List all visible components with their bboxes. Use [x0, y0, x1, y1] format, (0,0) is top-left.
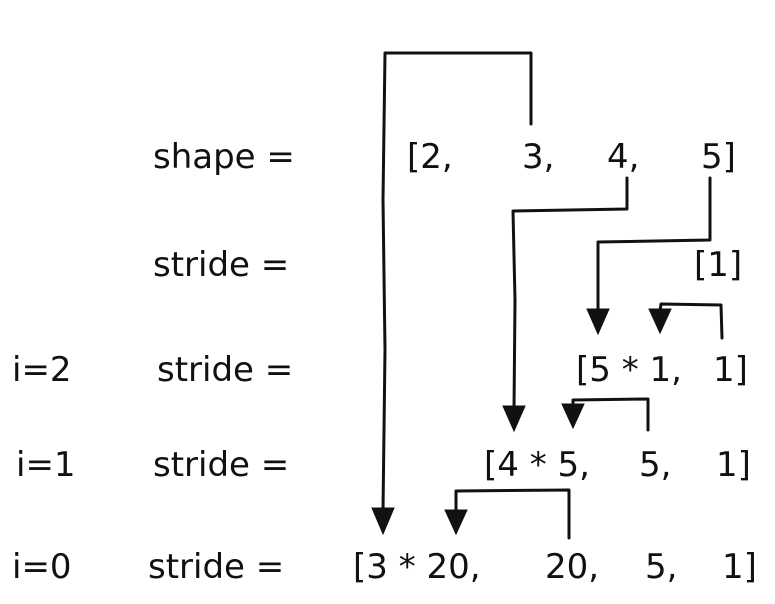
row-i2-term-0: [5 * 1, — [576, 350, 682, 390]
row-i2-term-1: 1] — [713, 350, 748, 390]
arrow-shape4-to-i1 — [502, 176, 629, 433]
row-i1-index: i=1 — [16, 445, 76, 485]
row-i2-label: stride = — [157, 350, 293, 390]
row-i1-term-0: [4 * 5, — [484, 445, 590, 485]
shape-dim-1: 3, — [522, 137, 554, 177]
row-i0-term-1: 20, — [545, 547, 599, 587]
arrow-shape3-to-i0 — [371, 51, 533, 536]
shape-label: shape = — [153, 137, 295, 177]
arrow-i1-to-i0 — [444, 488, 571, 540]
row-i1-label: stride = — [153, 445, 289, 485]
row-i1-term-1: 5, — [639, 445, 671, 485]
row-i0-term-0: [3 * 20, — [353, 547, 481, 587]
row-i2-index: i=2 — [12, 350, 72, 390]
shape-dim-3: 5] — [701, 137, 736, 177]
row-i1-term-2: 1] — [716, 445, 751, 485]
row-i0-term-2: 5, — [645, 547, 677, 587]
row-i0-label: stride = — [148, 547, 284, 587]
stride-init-label: stride = — [153, 245, 289, 285]
stride-init-value: [1] — [694, 245, 742, 285]
arrow-init1-to-i2 — [648, 302, 724, 340]
arrow-shape5-to-i2 — [586, 176, 712, 336]
shape-dim-2: 4, — [607, 137, 639, 177]
arrow-i2-to-i1 — [561, 397, 650, 432]
row-i0-index: i=0 — [12, 547, 72, 587]
row-i0-term-3: 1] — [722, 547, 757, 587]
shape-dim-0: [2, — [407, 137, 453, 177]
